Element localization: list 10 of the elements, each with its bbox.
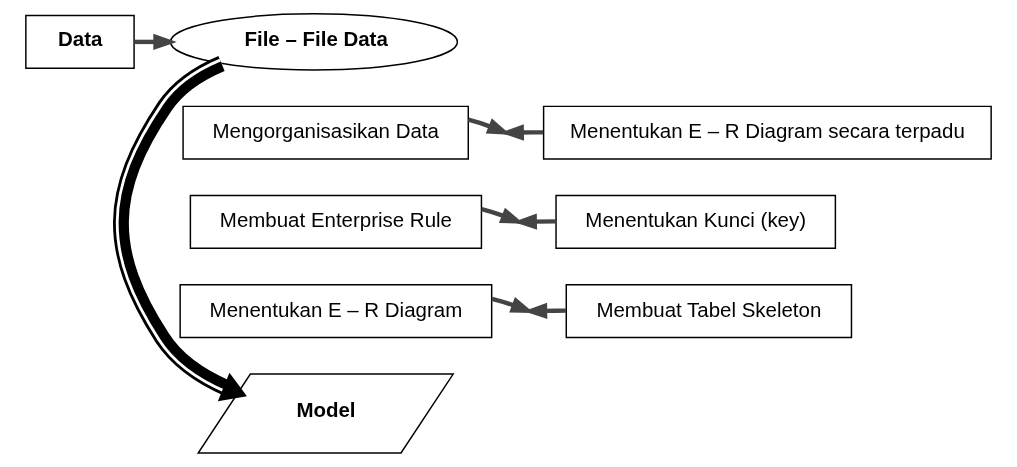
node-box: Membuat Enterprise Rule — [189, 194, 483, 249]
node-box: Data — [25, 14, 135, 69]
node-box: Membuat Tabel Skeleton — [565, 284, 853, 339]
node-box: Menentukan E – R Diagram secara terpadu — [542, 105, 992, 160]
node-box: Menentukan E – R Diagram — [179, 284, 493, 339]
node-box: Mengorganisasikan Data — [182, 105, 469, 160]
node-ellipse: File – File Data — [169, 13, 459, 71]
node-box: Menentukan Kunci (key) — [555, 194, 837, 249]
arrow — [134, 33, 177, 51]
arrow — [113, 56, 247, 402]
